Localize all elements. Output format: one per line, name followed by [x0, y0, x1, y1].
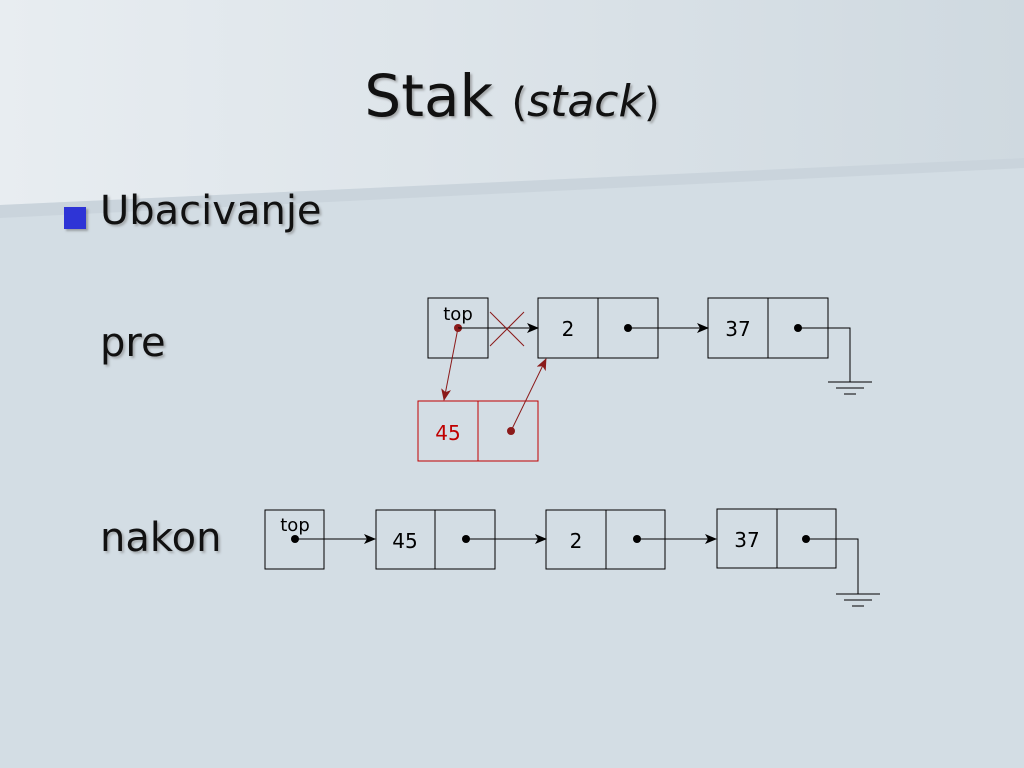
nakon-top-box: top [264, 509, 325, 570]
nakon-top-label: top [280, 515, 310, 536]
nakon-node-37: 37 [716, 508, 837, 569]
title-paren-open: ( [511, 80, 528, 126]
title-paren-close: ) [643, 80, 660, 126]
bullet-square-icon [64, 207, 86, 229]
nakon-node-2-value: 2 [570, 529, 583, 553]
nakon-node-45-value: 45 [392, 529, 417, 553]
slide-title: Stak (stack) [0, 62, 1024, 130]
pre-new-node-arrow [510, 358, 547, 432]
pre-top-label: top [443, 304, 473, 325]
nakon-diagram: top 45 2 37 [264, 508, 880, 607]
label-pre: pre [100, 320, 166, 366]
bullet-text: Ubacivanje [100, 188, 322, 234]
pre-top-new-arrow [441, 327, 459, 401]
pre-new-node-45: 45 [417, 400, 539, 462]
pre-diagram: top 2 37 [417, 297, 872, 462]
pre-cross-icon [489, 311, 525, 347]
nakon-ground-icon [806, 538, 880, 607]
pre-ground-icon [798, 327, 872, 395]
pre-new-node-value: 45 [435, 421, 460, 445]
title-main: Stak [364, 62, 494, 130]
nakon-node-37-value: 37 [734, 528, 759, 552]
nakon-node-2: 2 [545, 509, 666, 570]
pre-node-2-value: 2 [562, 317, 575, 341]
title-italic: stack [527, 76, 644, 127]
pre-node-37-value: 37 [725, 317, 750, 341]
label-nakon: nakon [100, 515, 222, 561]
